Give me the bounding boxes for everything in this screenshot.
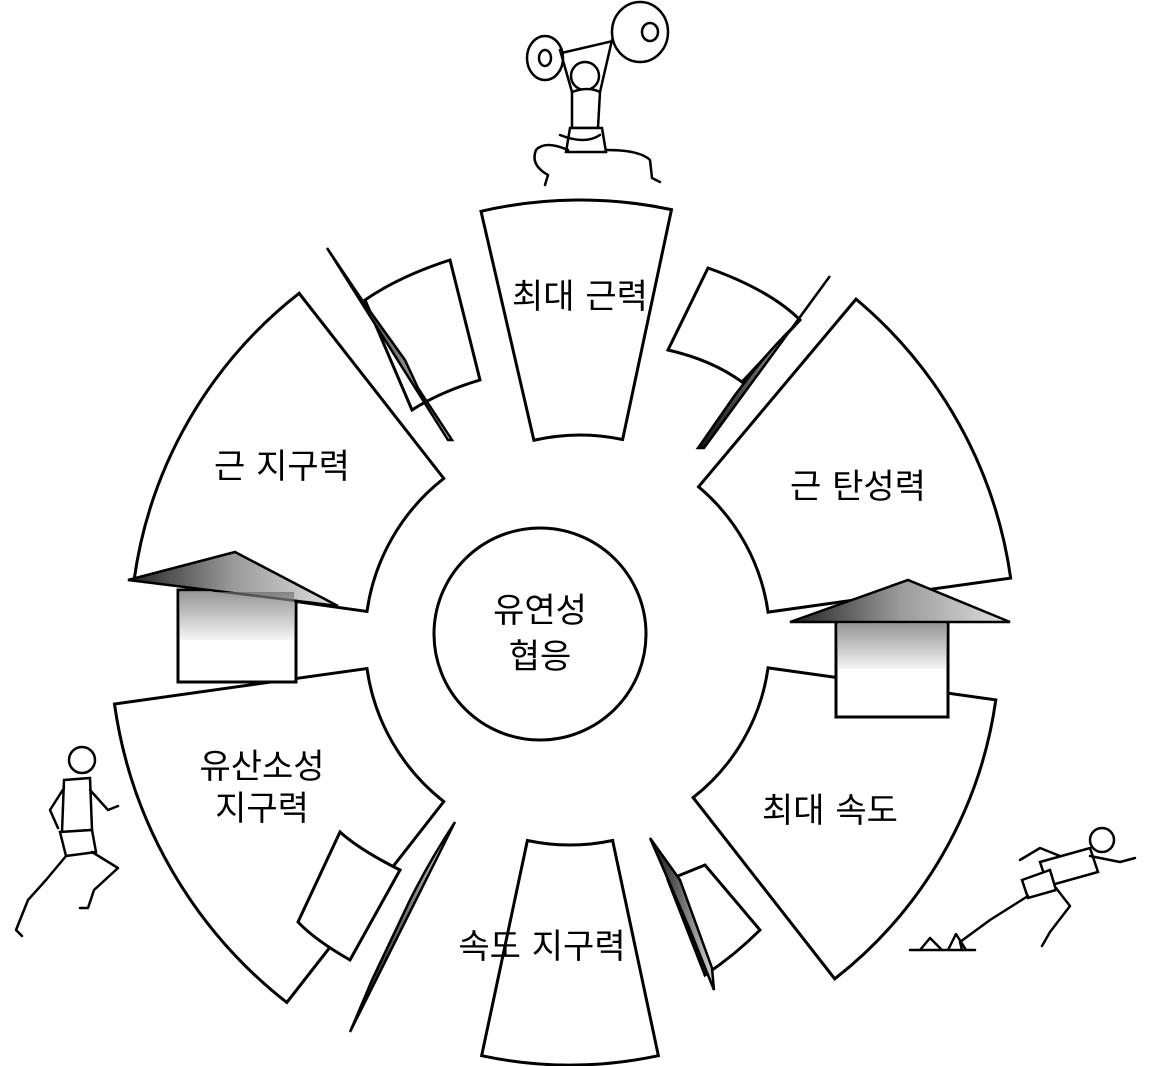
segment-max-strength (479, 198, 674, 443)
segment-label-speed-endurance: 속도 지구력 (458, 927, 625, 967)
runner-illustration (14, 745, 120, 938)
segment-speed-endurance (479, 838, 661, 1066)
segment-muscle-endurance (132, 291, 446, 614)
segment-aerobic-endurance (112, 666, 446, 1005)
segment-label-aerobic-endurance-2: 지구력 (215, 789, 309, 829)
segment-label-elastic-strength: 근 탄성력 (790, 467, 926, 507)
segment-label-max-speed: 최대 속도 (762, 791, 898, 831)
arrow-bottom-right (648, 837, 763, 991)
arrow-top-left (325, 247, 482, 442)
segment-label-muscle-endurance: 근 지구력 (214, 447, 350, 487)
center-circle (432, 526, 648, 742)
segment-label-aerobic-endurance-1: 유산소성 (199, 747, 324, 787)
arrow-bottom-left (296, 821, 457, 1033)
segment-elastic-strength (696, 296, 1013, 614)
center-label-coordination: 협응 (509, 637, 572, 677)
arrow-right-up (789, 578, 1011, 719)
segment-max-speed (691, 666, 998, 981)
cycle-arrows (127, 247, 1011, 1033)
segment-label-max-strength: 최대 근력 (512, 277, 648, 317)
ring-segments (112, 198, 1013, 1066)
arrow-left-up (127, 550, 339, 684)
sprinter-illustration (908, 826, 1137, 952)
arrow-top-right (665, 266, 832, 450)
weightlifter-illustration (525, 0, 670, 187)
center-label-flexibility: 유연성 (493, 591, 587, 631)
